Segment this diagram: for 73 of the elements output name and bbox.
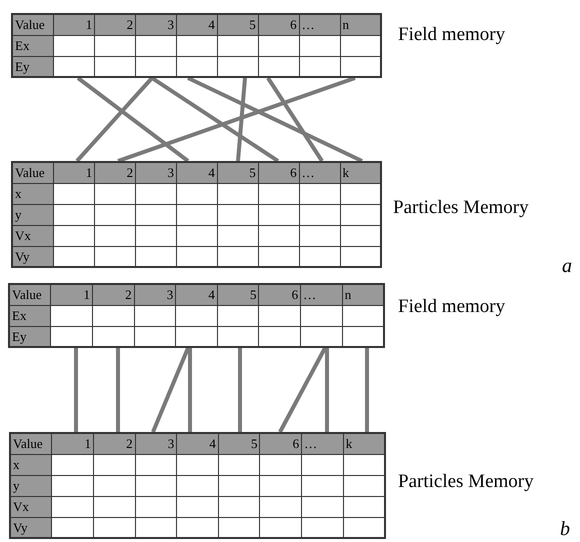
header-cell: 6 <box>258 284 301 305</box>
header-cell: … <box>302 433 344 454</box>
header-cell: Value <box>12 162 54 183</box>
header-cell: 2 <box>92 284 134 305</box>
connector-line <box>74 348 78 432</box>
memory-table <box>9 432 386 539</box>
header-cell: k <box>343 433 385 454</box>
header-cell: 3 <box>136 14 177 35</box>
header-cell: 5 <box>217 284 259 305</box>
header-cell: 2 <box>94 433 136 454</box>
row-header-cell: Vx <box>12 225 54 246</box>
header-cell: … <box>299 14 340 35</box>
header-cell: 4 <box>176 162 218 183</box>
table-caption: Particles Memory <box>398 471 534 493</box>
header-cell: 1 <box>54 14 95 35</box>
header-cell: 5 <box>217 162 258 183</box>
memory-table <box>11 161 382 268</box>
connector-line <box>116 348 120 432</box>
header-cell: n <box>342 284 384 305</box>
table-caption: Particles Memory <box>393 197 529 219</box>
header-cell: 4 <box>176 284 218 305</box>
connector-line <box>76 76 190 163</box>
row-header-cell: Vy <box>10 517 52 538</box>
panel-letter: b <box>560 518 570 541</box>
connector-line <box>266 76 324 162</box>
row-header-cell: y <box>12 204 54 225</box>
row-header-cell: y <box>10 475 52 496</box>
row-header-cell: Ex <box>12 35 54 56</box>
header-cell: Value <box>12 14 54 35</box>
row-header-cell: x <box>12 183 54 204</box>
row-header-cell: Ey <box>9 326 51 347</box>
header-cell: 5 <box>218 433 260 454</box>
header-cell: … <box>300 284 342 305</box>
header-cell: 1 <box>52 433 94 454</box>
connector-line <box>236 78 247 162</box>
connector-line <box>238 348 242 432</box>
table-caption: Field memory <box>398 296 506 318</box>
connector-line <box>278 347 327 433</box>
header-cell: 2 <box>94 162 136 183</box>
header-cell: … <box>299 162 340 183</box>
connector-line <box>187 76 363 163</box>
header-cell: 3 <box>135 433 177 454</box>
memory-table <box>11 13 382 78</box>
header-cell: n <box>340 14 381 35</box>
row-header-cell: Ey <box>12 56 54 77</box>
memory-table <box>8 283 385 348</box>
header-cell: 6 <box>258 162 300 183</box>
header-cell: 6 <box>260 433 302 454</box>
header-cell: 1 <box>50 284 93 305</box>
panel-letter: a <box>562 255 572 278</box>
row-header-cell: Vx <box>10 496 52 517</box>
header-cell: 1 <box>54 162 95 183</box>
header-cell: Value <box>9 284 51 305</box>
header-cell: 4 <box>176 433 218 454</box>
header-cell: k <box>340 162 381 183</box>
connector-line <box>325 348 329 432</box>
connector-line <box>76 76 154 162</box>
header-cell: 5 <box>217 14 258 35</box>
connector-line <box>151 347 190 433</box>
table-caption: Field memory <box>398 24 506 46</box>
connector-line <box>188 348 192 432</box>
header-cell: 3 <box>134 284 176 305</box>
header-cell: 4 <box>176 14 218 35</box>
header-cell: Value <box>10 433 52 454</box>
row-header-cell: Vy <box>12 246 54 267</box>
connector-line <box>150 76 280 163</box>
row-header-cell: x <box>10 454 52 475</box>
header-cell: 6 <box>258 14 300 35</box>
connector-line <box>365 348 369 432</box>
row-header-cell: Ex <box>9 305 51 326</box>
header-cell: 2 <box>94 14 136 35</box>
connector-line <box>117 76 356 163</box>
header-cell: 3 <box>136 162 177 183</box>
